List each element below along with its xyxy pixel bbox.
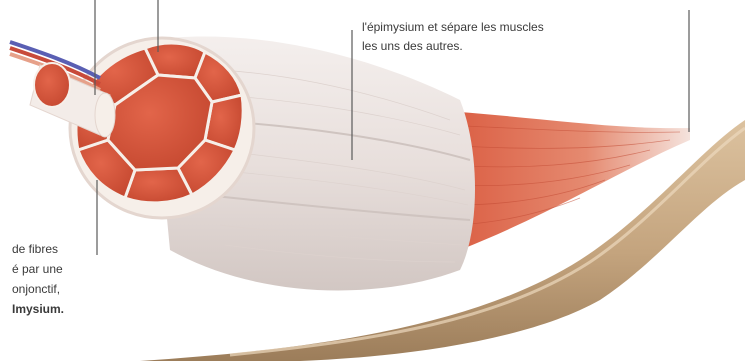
caption-left-line-1: de fibres <box>12 242 58 256</box>
caption-left-line-3: onjonctif, <box>12 282 60 296</box>
caption-left-line-2: é par une <box>12 262 63 276</box>
caption-top-line-3: les uns des autres. <box>362 39 463 53</box>
caption-left-line-4: Imysium. <box>12 302 64 316</box>
caption-top-line-2: l'épimysium et sépare les muscles <box>362 20 544 34</box>
